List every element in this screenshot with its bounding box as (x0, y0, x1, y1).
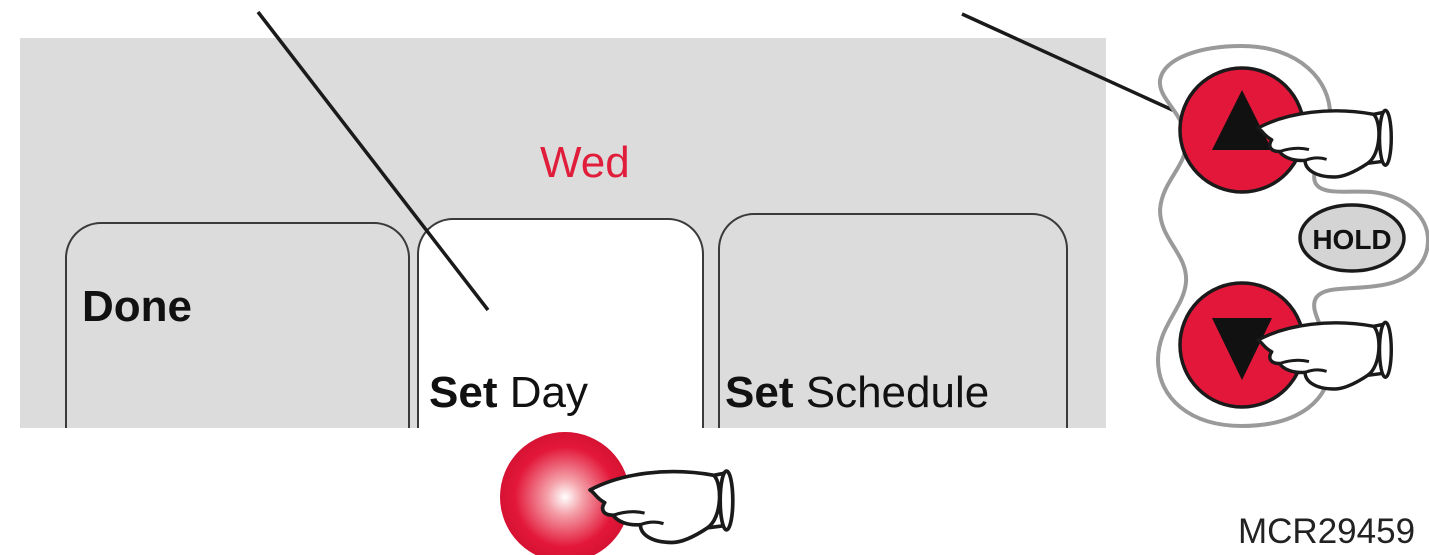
hold-label: HOLD (1312, 224, 1391, 255)
figure-code: MCR29459 (1238, 512, 1415, 552)
callout-line-set-day (258, 12, 488, 310)
